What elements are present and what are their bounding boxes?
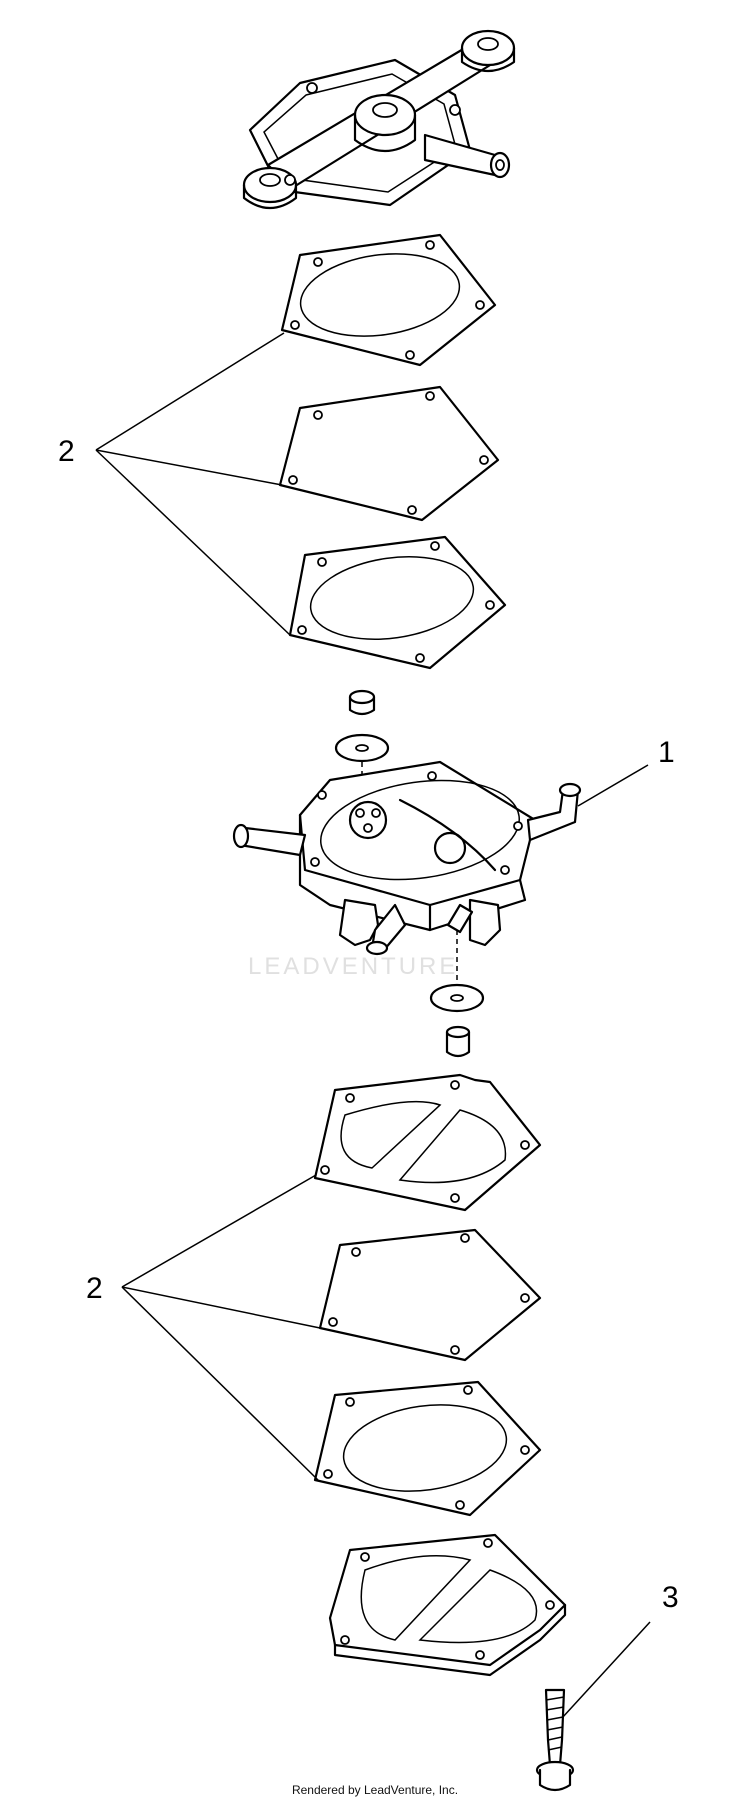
pump-bottom-cover [328,1533,567,1677]
upper-gasket-3 [288,535,507,670]
lower-callout-leaders [121,1174,321,1481]
watermark: LEADVENTURE [248,953,458,980]
upper-gasket-1 [280,233,497,367]
lower-gasket-2 [318,1228,542,1362]
lower-gasket-1 [313,1073,542,1212]
callout-label-2-upper: 2 [58,435,75,468]
callout-leader-1 [577,764,649,807]
upper-callout-leaders [95,332,291,636]
footer-credit: Rendered by LeadVenture, Inc. [291,1783,459,1797]
callout-label-3: 3 [662,1581,679,1614]
callout-label-1: 1 [658,736,675,769]
callout-leader-3 [561,1621,651,1719]
screw-part [535,1688,575,1792]
lower-gasket-3 [313,1380,542,1517]
lower-check-valve [429,930,485,1058]
fuel-pump-body [232,760,582,956]
callout-label-2-lower: 2 [86,1272,103,1305]
upper-check-valve [334,689,390,800]
upper-gasket-2 [278,385,500,522]
pump-top-cover [242,29,516,210]
